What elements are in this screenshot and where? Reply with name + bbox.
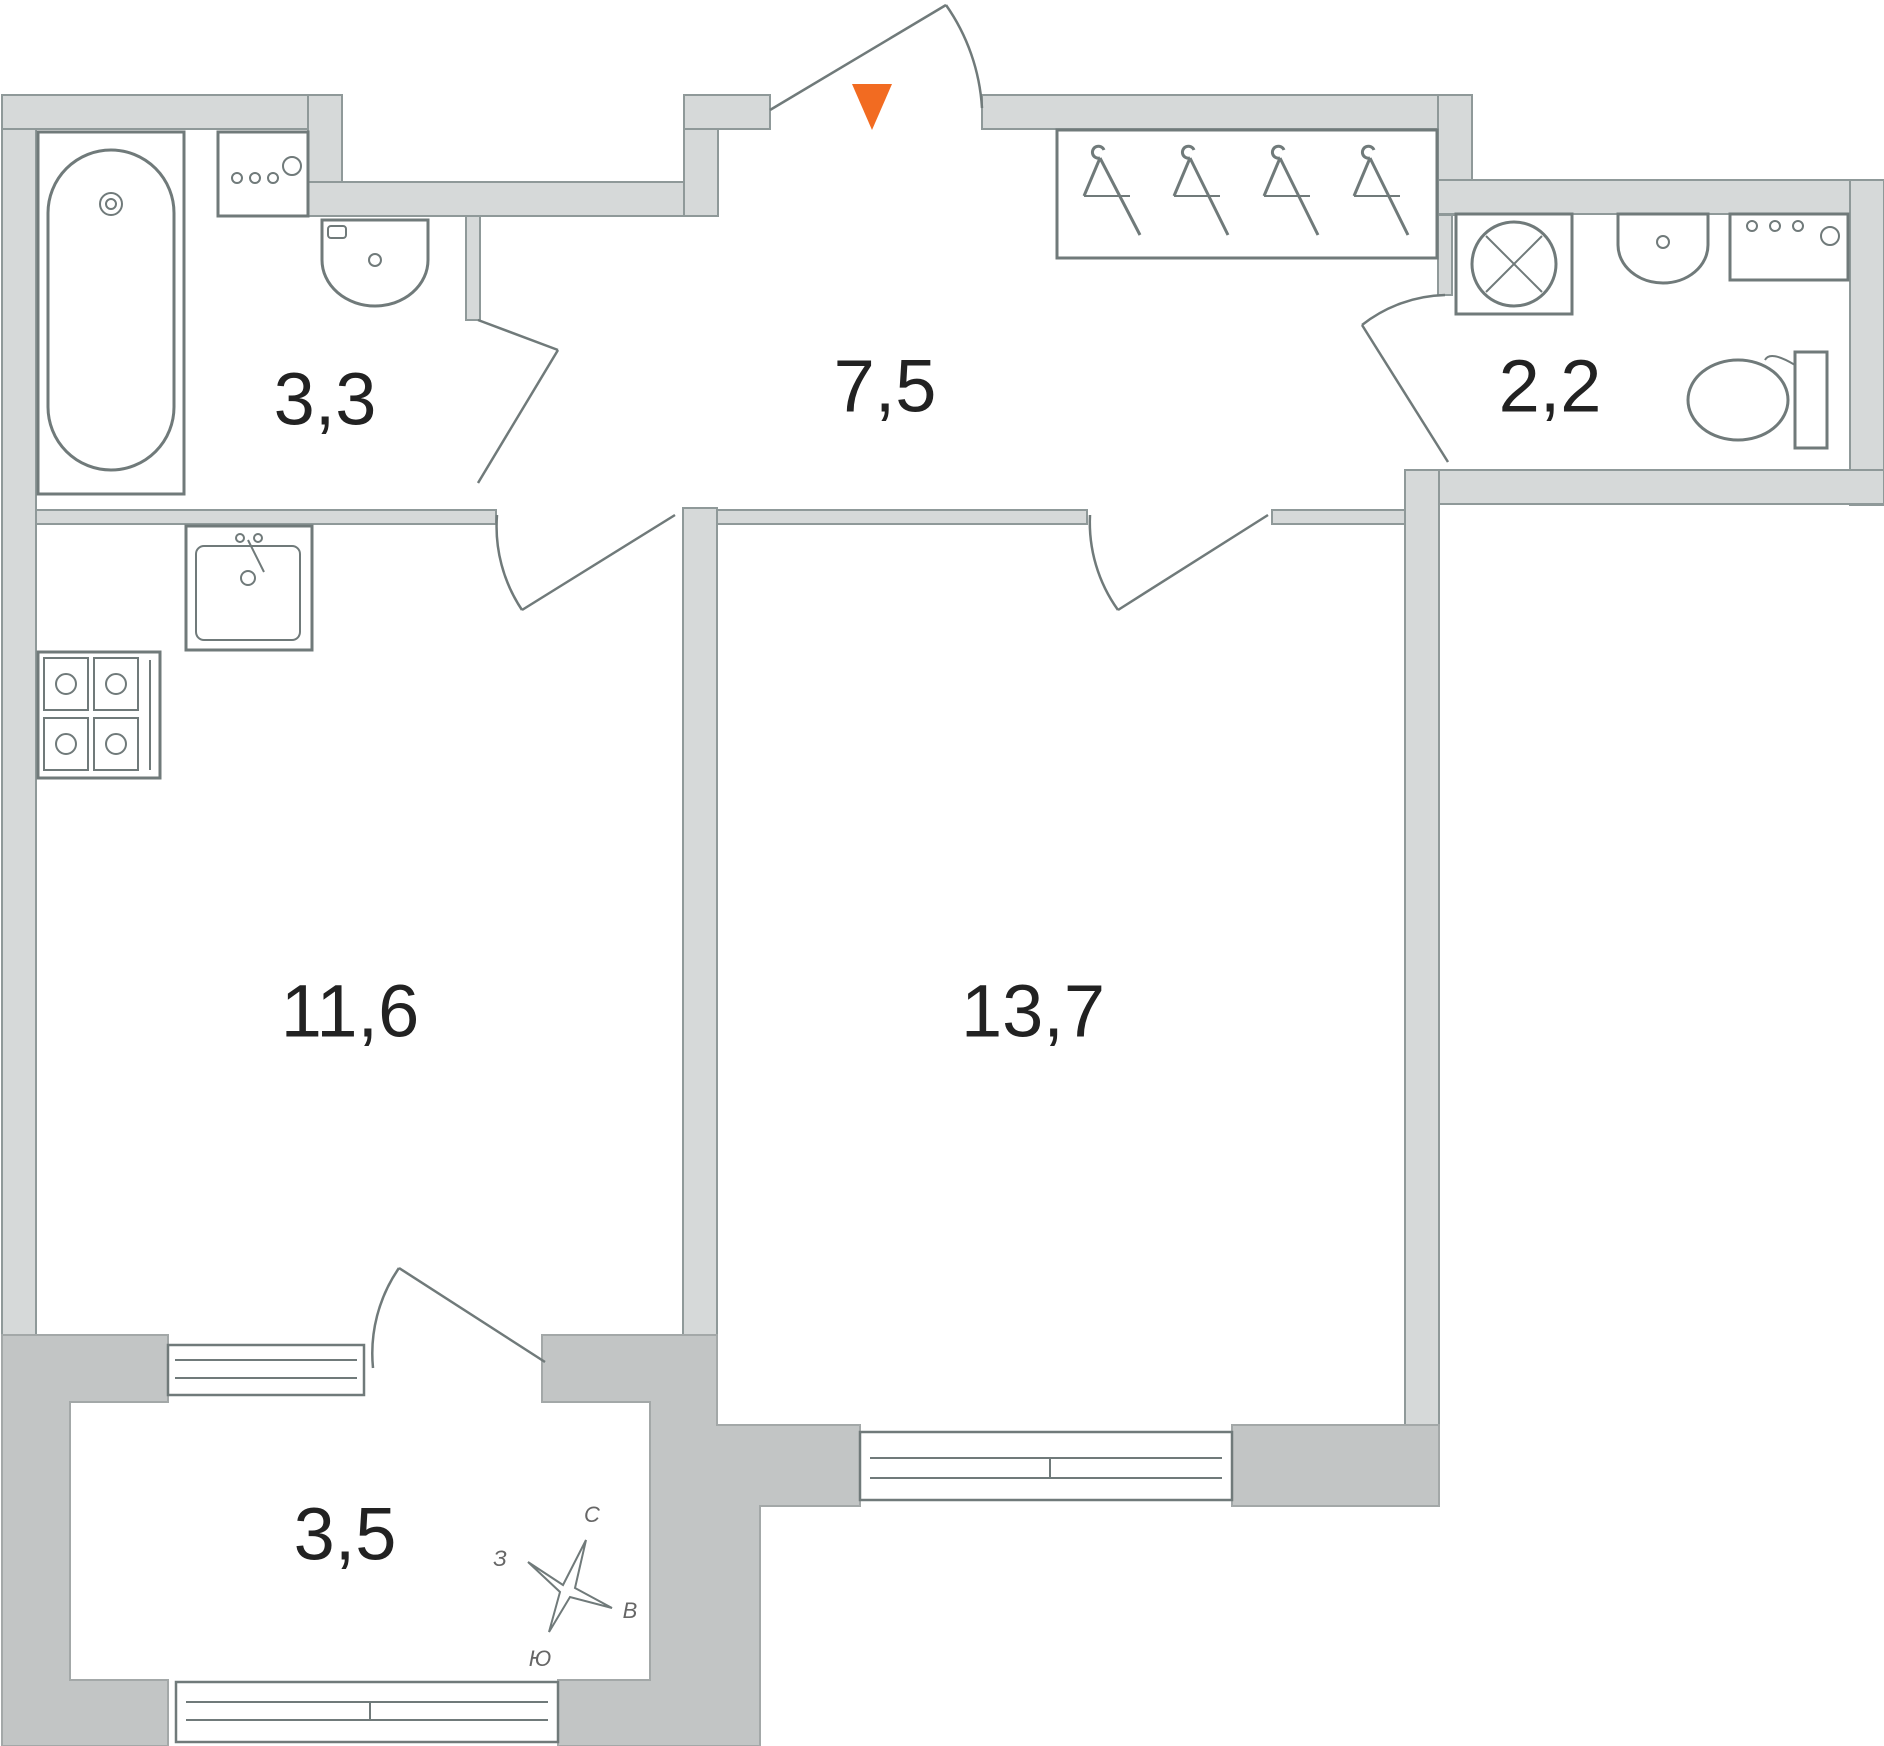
wc-sink (1616, 212, 1710, 285)
room-area-wc: 2,2 (1499, 345, 1602, 428)
compass-south: Ю (529, 1646, 552, 1671)
balcony-door[interactable] (371, 1266, 546, 1369)
balcony-window (174, 1680, 560, 1744)
windows (166, 1343, 1234, 1744)
kitchen-window (166, 1343, 366, 1397)
entrance-door[interactable] (769, 3, 984, 112)
wardrobe (1055, 128, 1439, 260)
wc-door[interactable] (1360, 293, 1450, 463)
compass-west: З (493, 1546, 507, 1571)
compass-east: В (623, 1598, 638, 1623)
entrance-marker-icon (852, 84, 892, 130)
toilet (1686, 350, 1829, 450)
bedroom-window (858, 1430, 1234, 1502)
kitchen-sink (184, 524, 314, 652)
bathtub (36, 130, 186, 496)
wc-washing-machine (1454, 212, 1574, 316)
room-area-bathroom: 3,3 (274, 358, 377, 441)
bathroom-washer-panel (216, 130, 310, 218)
room-area-hallway: 7,5 (834, 345, 937, 428)
wc-panel (1728, 212, 1850, 282)
walls (1, 94, 1884, 1431)
room-area-bedroom: 13,7 (961, 970, 1105, 1053)
bathroom-sink (320, 218, 430, 308)
stove (36, 650, 162, 780)
room-area-balcony: 3,5 (294, 1493, 397, 1576)
bedroom-door[interactable] (1088, 513, 1269, 612)
doors (371, 3, 1450, 1369)
bathroom-door[interactable] (476, 318, 560, 484)
room-area-kitchen: 11,6 (281, 970, 420, 1053)
compass-icon: С З В Ю (493, 1502, 637, 1671)
kitchen-door[interactable] (495, 513, 676, 612)
compass-north: С (584, 1502, 600, 1527)
